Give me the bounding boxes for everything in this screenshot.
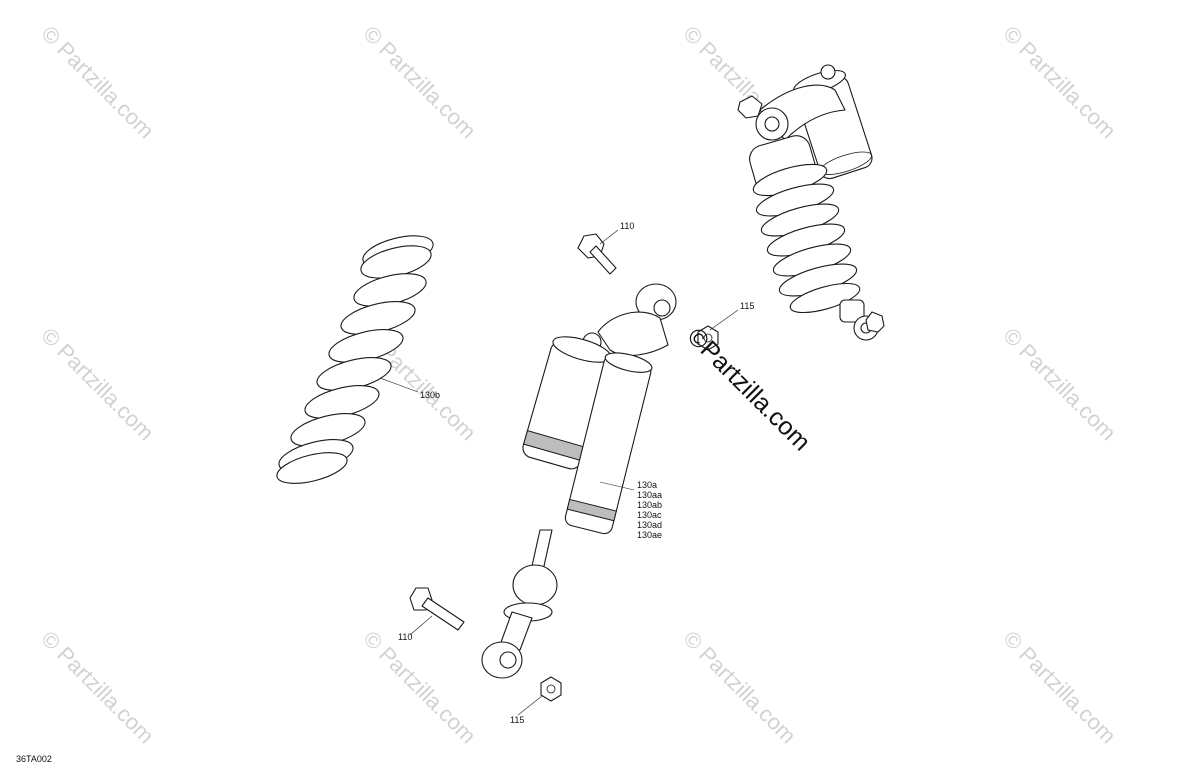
callout-130ab: 130ab (637, 500, 662, 510)
nut-illustration (540, 676, 562, 702)
watermark: © Partzilla.com (998, 323, 1121, 446)
callout-130ac: 130ac (637, 510, 662, 520)
watermark: © Partzilla.com (36, 323, 159, 446)
watermark: © Partzilla.com (358, 626, 481, 749)
watermark: © Partzilla.com (678, 626, 801, 749)
callout-130ad: 130ad (637, 520, 662, 530)
watermark: © Partzilla.com (998, 21, 1121, 144)
callout-110-top: 110 (620, 221, 634, 231)
leader-lines (379, 229, 739, 716)
coil-spring-illustration (276, 235, 434, 484)
assembled-shock-illustration (737, 64, 885, 341)
callout-130a: 130a (637, 480, 657, 490)
assembled-coil (752, 163, 861, 314)
watermark: © Partzilla.com (998, 626, 1121, 749)
callout-130aa: 130aa (637, 490, 662, 500)
nut-illustration (697, 325, 719, 351)
callout-115-top: 115 (740, 301, 754, 311)
diagram-reference-code: 36TA002 (16, 754, 52, 764)
watermark: © Partzilla.com (36, 21, 159, 144)
bolt-illustration (409, 587, 465, 631)
callout-115-bottom: 115 (510, 715, 524, 725)
watermark: © Partzilla.com (36, 626, 159, 749)
callout-110-bottom: 110 (398, 632, 412, 642)
watermark-large: ©Partzilla.com (682, 322, 816, 456)
callout-130ae: 130ae (637, 530, 662, 540)
shock-absorber-illustration (481, 283, 677, 679)
bolt-illustration (577, 233, 617, 275)
watermark: © Partzilla.com (358, 21, 481, 144)
callout-130b: 130b (420, 390, 440, 400)
